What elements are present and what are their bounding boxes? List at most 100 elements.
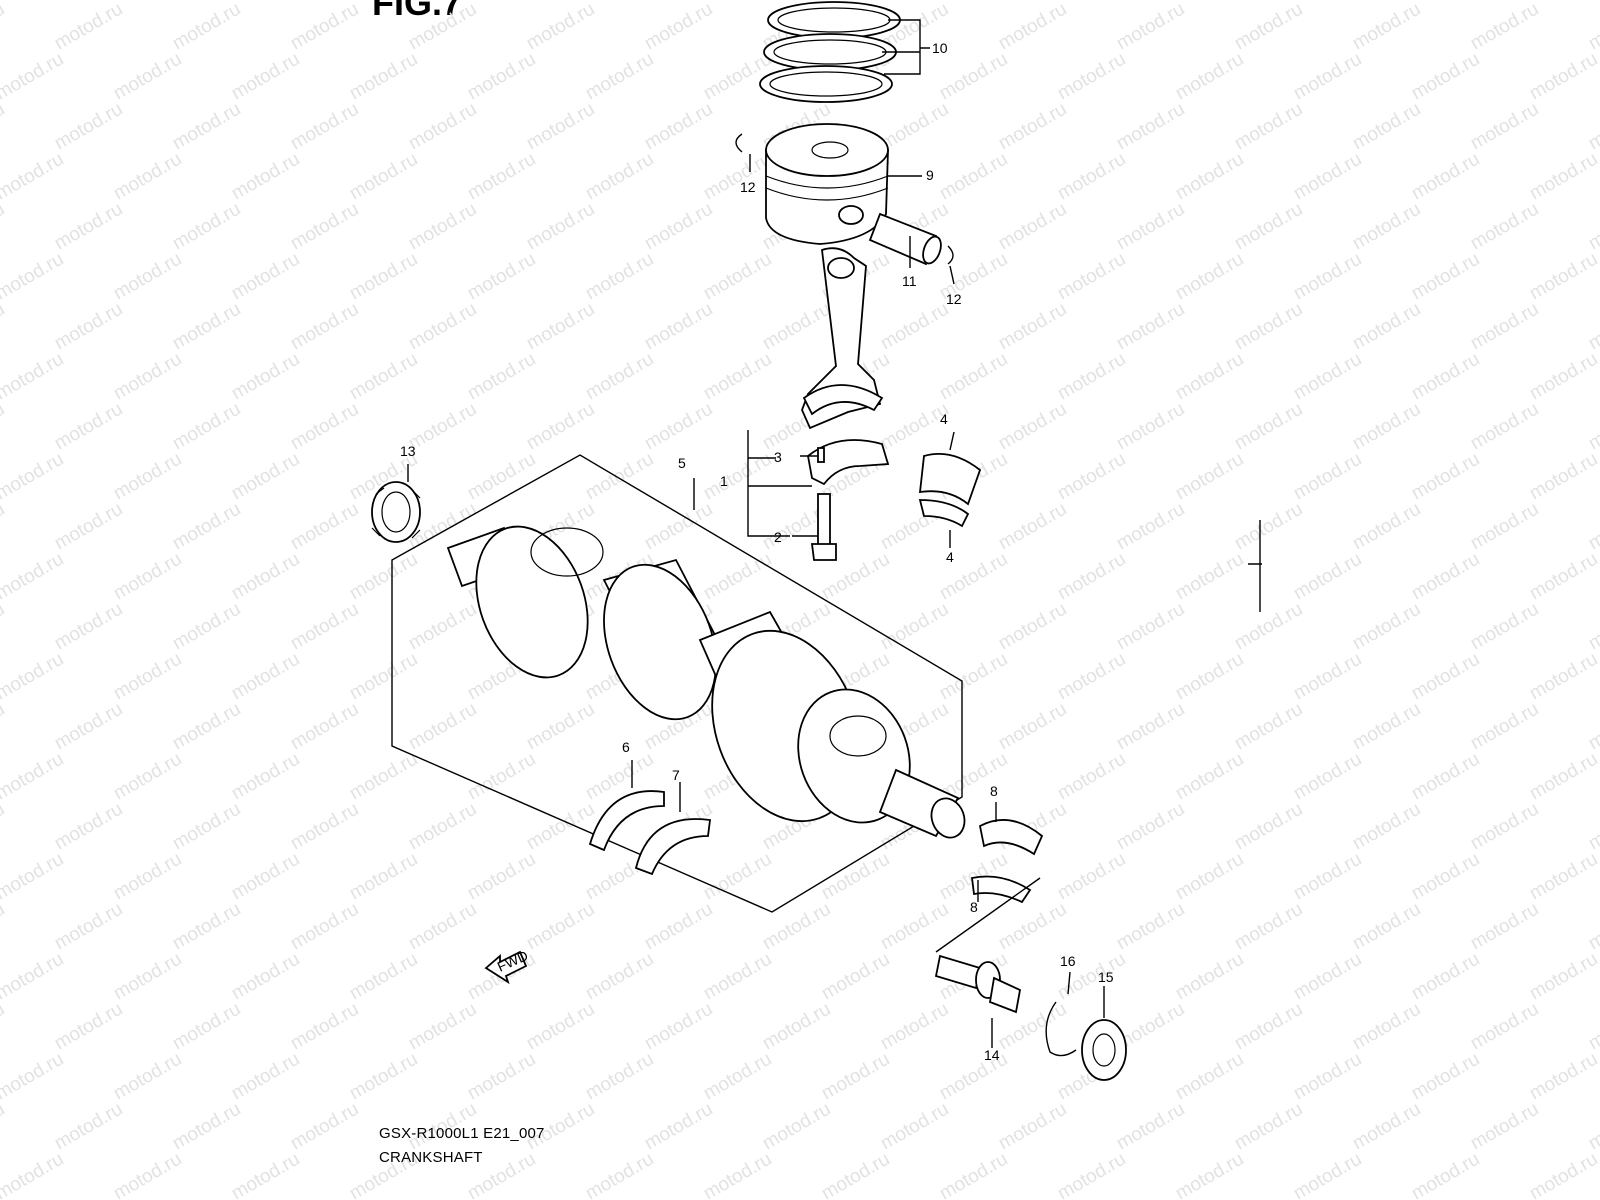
watermark-text: motod.ru [228, 1049, 303, 1105]
watermark-text: motod.ru [0, 299, 8, 355]
watermark-text: motod.ru [759, 1099, 834, 1155]
watermark-text: motod.ru [1408, 749, 1483, 805]
watermark-text: motod.ru [1526, 249, 1600, 305]
watermark-text: motod.ru [51, 899, 126, 955]
watermark-text: motod.ru [1054, 49, 1129, 105]
watermark-text: motod.ru [405, 599, 480, 655]
watermark-text: motod.ru [1054, 1149, 1129, 1200]
watermark-text: motod.ru [0, 349, 67, 405]
watermark-text: motod.ru [1290, 1049, 1365, 1105]
watermark-text: motod.ru [641, 1099, 716, 1155]
watermark-text: motod.ru [1467, 0, 1542, 54]
watermark-text: motod.ru [110, 649, 185, 705]
watermark-text: motod.ru [1054, 249, 1129, 305]
watermark-text: motod.ru [1172, 1049, 1247, 1105]
watermark-text: motod.ru [1172, 549, 1247, 605]
watermark-text: motod.ru [1054, 449, 1129, 505]
watermark-text: motod.ru [1349, 0, 1424, 54]
callout-6: 6 [622, 739, 630, 755]
watermark-text: motod.ru [1054, 749, 1129, 805]
watermark-text: motod.ru [995, 99, 1070, 155]
watermark-text: motod.ru [0, 849, 67, 905]
watermark-text: motod.ru [405, 299, 480, 355]
callout-15: 15 [1098, 969, 1114, 985]
watermark-text: motod.ru [641, 99, 716, 155]
watermark-text: motod.ru [641, 499, 716, 555]
watermark-text: motod.ru [700, 49, 775, 105]
watermark-text: motod.ru [936, 1149, 1011, 1200]
watermark-text: motod.ru [1290, 549, 1365, 605]
watermark-text: motod.ru [523, 399, 598, 455]
watermark-text: motod.ru [0, 249, 67, 305]
watermark-text: motod.ru [877, 899, 952, 955]
watermark-text: motod.ru [700, 849, 775, 905]
watermark-text: motod.ru [228, 549, 303, 605]
callout-13: 13 [400, 443, 416, 459]
watermark-text: motod.ru [1290, 249, 1365, 305]
watermark-text: motod.ru [1231, 399, 1306, 455]
crankshaft-thrust-bearing-7 [634, 818, 712, 876]
watermark-text: motod.ru [110, 0, 185, 4]
watermark-text: motod.ru [1054, 149, 1129, 205]
watermark-text: motod.ru [582, 349, 657, 405]
watermark-text: motod.ru [700, 0, 775, 4]
watermark-text: motod.ru [877, 599, 952, 655]
watermark-text: motod.ru [1113, 299, 1188, 355]
watermark-text: motod.ru [1113, 199, 1188, 255]
watermark-text: motod.ru [700, 249, 775, 305]
watermark-text: motod.ru [110, 1149, 185, 1200]
watermark-text: motod.ru [287, 999, 362, 1055]
watermark-text: motod.ru [169, 799, 244, 855]
watermark-text: motod.ru [1172, 849, 1247, 905]
watermark-text: motod.ru [1408, 0, 1483, 4]
watermark-text: motod.ru [346, 349, 421, 405]
watermark-text: motod.ru [1408, 1149, 1483, 1200]
watermark-text: motod.ru [1408, 849, 1483, 905]
watermark-text: motod.ru [1349, 1099, 1424, 1155]
watermark-text: motod.ru [1408, 49, 1483, 105]
watermark-text: motod.ru [1585, 699, 1600, 755]
watermark-text: motod.ru [1231, 1099, 1306, 1155]
watermark-text: motod.ru [1349, 499, 1424, 555]
watermark-text: motod.ru [582, 249, 657, 305]
watermark-text: motod.ru [0, 99, 8, 155]
watermark-text: motod.ru [0, 549, 67, 605]
watermark-text: motod.ru [51, 99, 126, 155]
watermark-text: motod.ru [346, 0, 421, 4]
callout-12-left: 12 [740, 179, 756, 195]
watermark-text: motod.ru [51, 1099, 126, 1155]
callout-5: 5 [678, 455, 686, 471]
watermark-text: motod.ru [1231, 499, 1306, 555]
callout-14: 14 [984, 1047, 1000, 1063]
watermark-text: motod.ru [346, 949, 421, 1005]
watermark-text: motod.ru [1113, 599, 1188, 655]
piston-pin-circlip-right [947, 245, 954, 265]
watermark-text: motod.ru [169, 1099, 244, 1155]
watermark-text: motod.ru [1349, 199, 1424, 255]
watermark-text: motod.ru [0, 899, 8, 955]
watermark-text: motod.ru [523, 699, 598, 755]
watermark-text: motod.ru [51, 699, 126, 755]
watermark-text: motod.ru [51, 399, 126, 455]
watermark-text: motod.ru [110, 149, 185, 205]
watermark-text: motod.ru [523, 0, 598, 54]
watermark-text: motod.ru [582, 49, 657, 105]
watermark-text: motod.ru [405, 399, 480, 455]
watermark-text: motod.ru [1054, 549, 1129, 605]
watermark-text: motod.ru [464, 49, 539, 105]
watermark-text: motod.ru [1585, 99, 1600, 155]
watermark-text: motod.ru [1231, 799, 1306, 855]
watermark-text: motod.ru [1113, 799, 1188, 855]
watermark-text: motod.ru [1290, 449, 1365, 505]
watermark-text: motod.ru [1113, 99, 1188, 155]
watermark-text: motod.ru [1408, 949, 1483, 1005]
watermark-text: motod.ru [700, 1149, 775, 1200]
watermark-text: motod.ru [1467, 1099, 1542, 1155]
watermark-text: motod.ru [936, 1049, 1011, 1105]
watermark-text: motod.ru [1526, 549, 1600, 605]
watermark-text: motod.ru [1290, 849, 1365, 905]
watermark-text: motod.ru [995, 299, 1070, 355]
leader-lines [407, 19, 1262, 1048]
watermark-text: motod.ru [405, 999, 480, 1055]
watermark-text: motod.ru [700, 949, 775, 1005]
